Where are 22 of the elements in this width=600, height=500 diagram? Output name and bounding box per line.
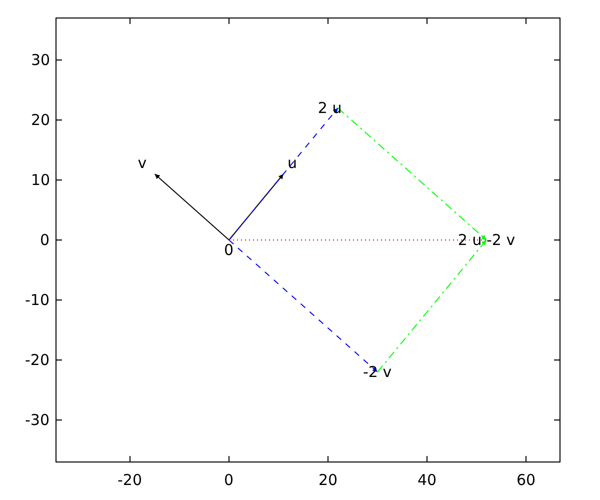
point-label: u <box>287 155 297 172</box>
point-label: -2 v <box>363 364 392 380</box>
vector-arrow <box>154 174 230 240</box>
axis-tick-label: -30 <box>25 412 50 428</box>
axis-tick-label: -10 <box>25 292 50 308</box>
vector-arrow <box>228 108 338 240</box>
point-label: 0 <box>224 242 234 259</box>
axis-tick-label: -20 <box>118 472 142 488</box>
vector-arrow <box>228 240 378 372</box>
point-label: v <box>138 155 147 172</box>
vector-arrow <box>377 240 487 372</box>
axis-tick-label: 20 <box>31 112 50 128</box>
axis-tick-label: 0 <box>40 232 50 248</box>
vector-arrow <box>337 108 487 240</box>
axis-tick-label: 30 <box>31 52 50 68</box>
axis-tick-label: 20 <box>318 472 338 488</box>
axis-tick-label: 40 <box>418 472 437 488</box>
point-label: 2 u -2 v <box>458 232 516 248</box>
axis-tick-label: 0 <box>224 472 234 488</box>
axis-tick-label: -20 <box>25 352 50 368</box>
axis-tick-label: 10 <box>31 172 50 188</box>
axis-tick-label: 60 <box>516 472 536 488</box>
